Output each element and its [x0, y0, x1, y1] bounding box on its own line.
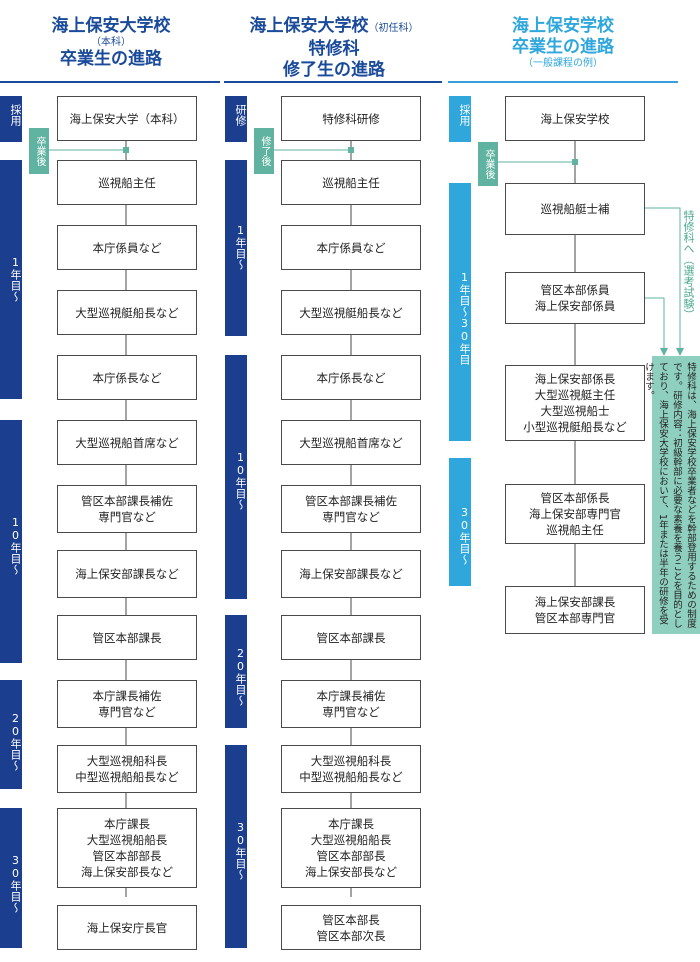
col1-bar-2: 10年目～ — [0, 420, 22, 663]
col1-box-5: 大型巡視船首席など — [57, 420, 197, 465]
col2-box-5: 大型巡視船首席など — [281, 420, 421, 465]
col2-bar-0: 研修 — [225, 96, 247, 142]
col1-box-10: 大型巡視船科長 中型巡視船船長など — [57, 745, 197, 793]
col3-rule — [448, 81, 678, 83]
col2-bar-1: 1年目～ — [225, 160, 247, 336]
col2-title3: 修了生の進路 — [283, 60, 385, 80]
col1-tag: 卒業後 — [29, 128, 49, 174]
col1-title: 海上保安大学校 — [51, 16, 171, 36]
col1-box-3: 大型巡視艇船長など — [57, 290, 197, 335]
col3-side-label: 特修科へ（選考試験） — [682, 210, 695, 320]
col2-title: 海上保安大学校 — [249, 16, 369, 36]
col2-header: 海上保安大学校（初任科） 特修科 修了生の進路 — [225, 0, 443, 81]
col3-box-3: 海上保安部係長 大型巡視艇主任 大型巡視船士 小型巡視艇船長など — [505, 365, 645, 441]
col3-tag: 卒業後 — [478, 142, 498, 186]
col3-header: 海上保安学校 卒業生の進路 （一般課程の例） — [448, 0, 678, 70]
col2-box-6: 管区本部課長補佐 専門官など — [281, 485, 421, 533]
col1-box-6: 管区本部課長補佐 専門官など — [57, 485, 197, 533]
col2-box-1: 巡視船主任 — [281, 160, 421, 205]
col2-box-12: 管区本部長 管区本部次長 — [281, 905, 421, 950]
col3-box-5: 海上保安部課長 管区本部専門官 — [505, 586, 645, 634]
col1-bar-1: 1年目～ — [0, 160, 22, 399]
col2-box-8: 管区本部課長 — [281, 615, 421, 660]
col3-bar-2: 30年目～ — [449, 458, 471, 586]
col2-box-0: 特修科研修 — [281, 96, 421, 141]
col3-box-2: 管区本部係員 海上保安部係員 — [505, 272, 645, 324]
col2-rule — [224, 81, 442, 83]
col1-box-11: 本庁課長 大型巡視船船長 管区本部部長 海上保安部長など — [57, 808, 197, 888]
col2-tag: 修了後 — [254, 128, 274, 174]
col1-bar-4: 30年目～ — [0, 808, 22, 948]
col3-title-sub: （一般課程の例） — [523, 58, 603, 69]
col3-box-4: 管区本部係長 海上保安部専門官 巡視船主任 — [505, 484, 645, 544]
col3-title: 海上保安学校 — [512, 16, 614, 36]
col2-box-11: 本庁課長 大型巡視船船長 管区本部部長 海上保安部長など — [281, 808, 421, 888]
col1-box-9: 本庁課長補佐 専門官など — [57, 680, 197, 728]
col1-title2: 卒業生の進路 — [60, 49, 162, 69]
col1-rule — [0, 81, 220, 83]
col3-bar-0: 採用 — [449, 96, 471, 142]
col1-header: 海上保安大学校 （本科） 卒業生の進路 — [2, 0, 220, 70]
col1-box-1: 巡視船主任 — [57, 160, 197, 205]
col1-box-4: 本庁係長など — [57, 355, 197, 400]
col3-bar-1: 1年目～30年目 — [449, 183, 471, 441]
col1-title-sub: （本科） — [91, 37, 131, 48]
col2-box-9: 本庁課長補佐 専門官など — [281, 680, 421, 728]
col2-title2: 特修科 — [308, 39, 360, 59]
col3-box-0: 海上保安学校 — [505, 96, 645, 141]
col3-title2: 卒業生の進路 — [512, 37, 614, 57]
col1-box-7: 海上保安部課長など — [57, 550, 197, 598]
col2-box-3: 大型巡視艇船長など — [281, 290, 421, 335]
col1-box-8: 管区本部課長 — [57, 615, 197, 660]
col3-note: 特修科は、海上保安学校卒業者などを幹部登用するための制度です。研修内容：初級幹部… — [643, 356, 700, 634]
col1-box-0: 海上保安大学（本科） — [57, 96, 197, 141]
col1-bar-3: 20年目～ — [0, 680, 22, 789]
col2-bar-3: 20年目～ — [225, 615, 247, 728]
col1-box-2: 本庁係員など — [57, 225, 197, 270]
col2-title-small: （初任科） — [368, 23, 419, 34]
col2-box-7: 海上保安部課長など — [281, 550, 421, 598]
col2-bar-4: 30年目～ — [225, 745, 247, 948]
col2-box-4: 本庁係長など — [281, 355, 421, 400]
col2-title-line: 海上保安大学校（初任科） — [225, 16, 443, 39]
col2-box-2: 本庁係員など — [281, 225, 421, 270]
col2-box-10: 大型巡視船科長 中型巡視船船長など — [281, 745, 421, 793]
col1-bar-0: 採用 — [0, 96, 22, 142]
col1-box-12: 海上保安庁長官 — [57, 905, 197, 950]
col2-bar-2: 10年目～ — [225, 355, 247, 599]
col3-box-1: 巡視船艇士補 — [505, 183, 645, 235]
